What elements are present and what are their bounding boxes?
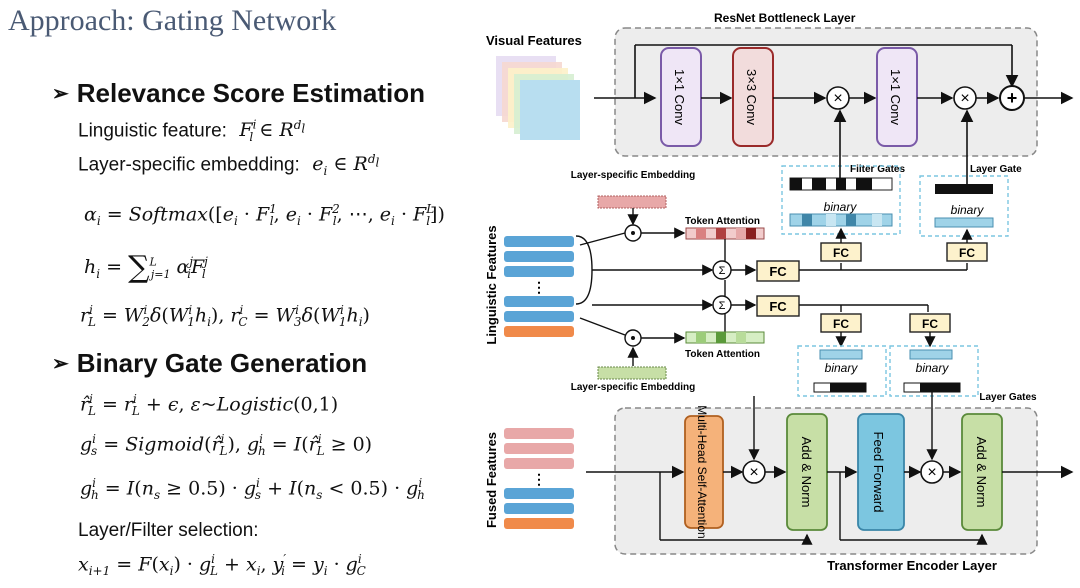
linguistic-feature-line: Linguistic feature: Fil ∈ Rdl <box>78 118 305 144</box>
linguistic-features-stack: ⋮ <box>504 236 574 337</box>
filter-gates-label: Filter Gates <box>850 164 905 175</box>
h-equation: hi = ∑Lj=1 αjiFjl <box>84 250 208 285</box>
fc-bottom-main-label: FC <box>769 299 787 314</box>
bottom-gate-b-box <box>889 345 979 397</box>
add-norm-1-label: Add & Norm <box>799 437 814 508</box>
resnet-title: ResNet Bottleneck Layer <box>714 11 856 25</box>
filter-gate-binary-bar <box>789 177 893 191</box>
linguistic-feature-label: Linguistic feature: <box>78 120 227 142</box>
svg-text:+: + <box>1007 88 1018 108</box>
filter-gate-score-bar <box>789 213 893 227</box>
layer-embedding-label: Layer-specific embedding: <box>78 154 300 176</box>
fc-top-main <box>756 260 800 282</box>
add-norm-2-label: Add & Norm <box>974 437 989 508</box>
bullet-arrow-icon: ➢ <box>52 353 69 375</box>
conv-3x3 <box>732 47 774 147</box>
slide-title: Approach: Gating Network <box>8 4 337 37</box>
fc-bottom-gate-b-label: FC <box>922 317 938 331</box>
linguistic-features-label: Linguistic Features <box>484 225 499 344</box>
layer-gate-label: Layer Gate <box>970 164 1022 175</box>
embedding-top-bar <box>597 195 667 209</box>
svg-text:×: × <box>960 90 969 107</box>
selection-label: Layer/Filter selection: <box>78 520 259 541</box>
conv-1x1-b <box>876 47 918 147</box>
section-relevance-score-label: Relevance Score Estimation <box>76 78 426 108</box>
bullet-arrow-icon: ➢ <box>52 83 69 105</box>
svg-text:×: × <box>833 90 842 107</box>
token-attention-bottom-label: Token Attention <box>685 349 760 360</box>
conv-1x1-b-label: 1×1 Conv <box>888 69 903 126</box>
fc-top-main-label: FC <box>769 264 787 279</box>
bottom-gate-a-binary: binary <box>825 361 859 375</box>
svg-text:Σ: Σ <box>719 265 726 277</box>
conv-1x1-a-label: 1×1 Conv <box>672 69 687 126</box>
token-attention-bottom-bar <box>685 331 765 344</box>
layer-gates-label: Layer Gates <box>979 392 1037 403</box>
r-hat-equation: r̂iL = riL + ϵ, ε~Logistic(0,1) <box>80 392 339 419</box>
selection-equation: xi+1 = F(xi) · giL + xi, y′i = yi · giC <box>78 552 366 579</box>
fc-filter-gate-label: FC <box>833 246 849 260</box>
fc-bottom-gate-a-label: FC <box>833 317 849 331</box>
fc-bottom-main <box>756 295 800 317</box>
r-equation: riL = Wi2δ(Wi1hi), riC = Wi3δ(Wi1hi) <box>80 303 370 330</box>
layer-gate-score-bar <box>934 217 994 228</box>
layer-embedding-formula: ei ∈ Rdl <box>312 152 380 179</box>
fused-features-label: Fused Features <box>484 432 499 528</box>
alpha-equation: αi = Softmax([ei · F1l, ei · F2l, ⋯, ei … <box>84 202 445 229</box>
fused-features-stack: ⋮ <box>504 428 574 529</box>
section-relevance-score: ➢ Relevance Score Estimation <box>52 78 425 109</box>
bottom-gate-a-box <box>797 345 887 397</box>
fc-layer-gate-label: FC <box>959 246 975 260</box>
token-attention-top-label: Token Attention <box>685 216 760 227</box>
svg-text:×: × <box>927 464 936 481</box>
embedding-bottom-label: Layer-specific Embedding <box>571 382 695 393</box>
bottom-gate-b-binary: binary <box>916 361 950 375</box>
visual-features-label: Visual Features <box>486 33 582 48</box>
svg-text:×: × <box>749 464 758 481</box>
conv-3x3-label: 3×3 Conv <box>744 69 759 126</box>
gs-equation: gis = Sigmoid(r̂iL), gih = I(r̂iL ≥ 0) <box>80 432 373 459</box>
visual-features-stack <box>496 56 580 140</box>
token-attention-top-bar <box>685 227 765 240</box>
gh-equation: gih = I(ns ≥ 0.5) · gis + I(ns < 0.5) · … <box>80 476 425 503</box>
layer-gate-binary-bar <box>935 184 993 194</box>
embedding-bottom-bar <box>597 366 667 380</box>
linguistic-ellipsis: ⋮ <box>532 279 546 295</box>
layer-binary-label: binary <box>951 203 985 217</box>
svg-text:Σ: Σ <box>719 300 726 312</box>
feed-forward-label: Feed Forward <box>871 432 886 513</box>
embedding-top-label: Layer-specific Embedding <box>571 170 695 181</box>
fused-ellipsis: ⋮ <box>532 471 546 487</box>
section-binary-gate: ➢ Binary Gate Generation <box>52 348 367 379</box>
layer-embedding-line: Layer-specific embedding: ei ∈ Rdl <box>78 152 379 178</box>
conv-1x1-a <box>660 47 702 147</box>
linguistic-feature-formula: Fil ∈ Rdl <box>239 118 306 145</box>
gating-network-diagram: ResNet Bottleneck Layer Visual Features … <box>484 11 1074 573</box>
transformer-title: Transformer Encoder Layer <box>827 558 997 573</box>
mhsa-label: Multi-Head Self-Attention <box>695 405 709 538</box>
section-binary-gate-label: Binary Gate Generation <box>76 348 368 378</box>
filter-binary-label: binary <box>824 200 858 214</box>
